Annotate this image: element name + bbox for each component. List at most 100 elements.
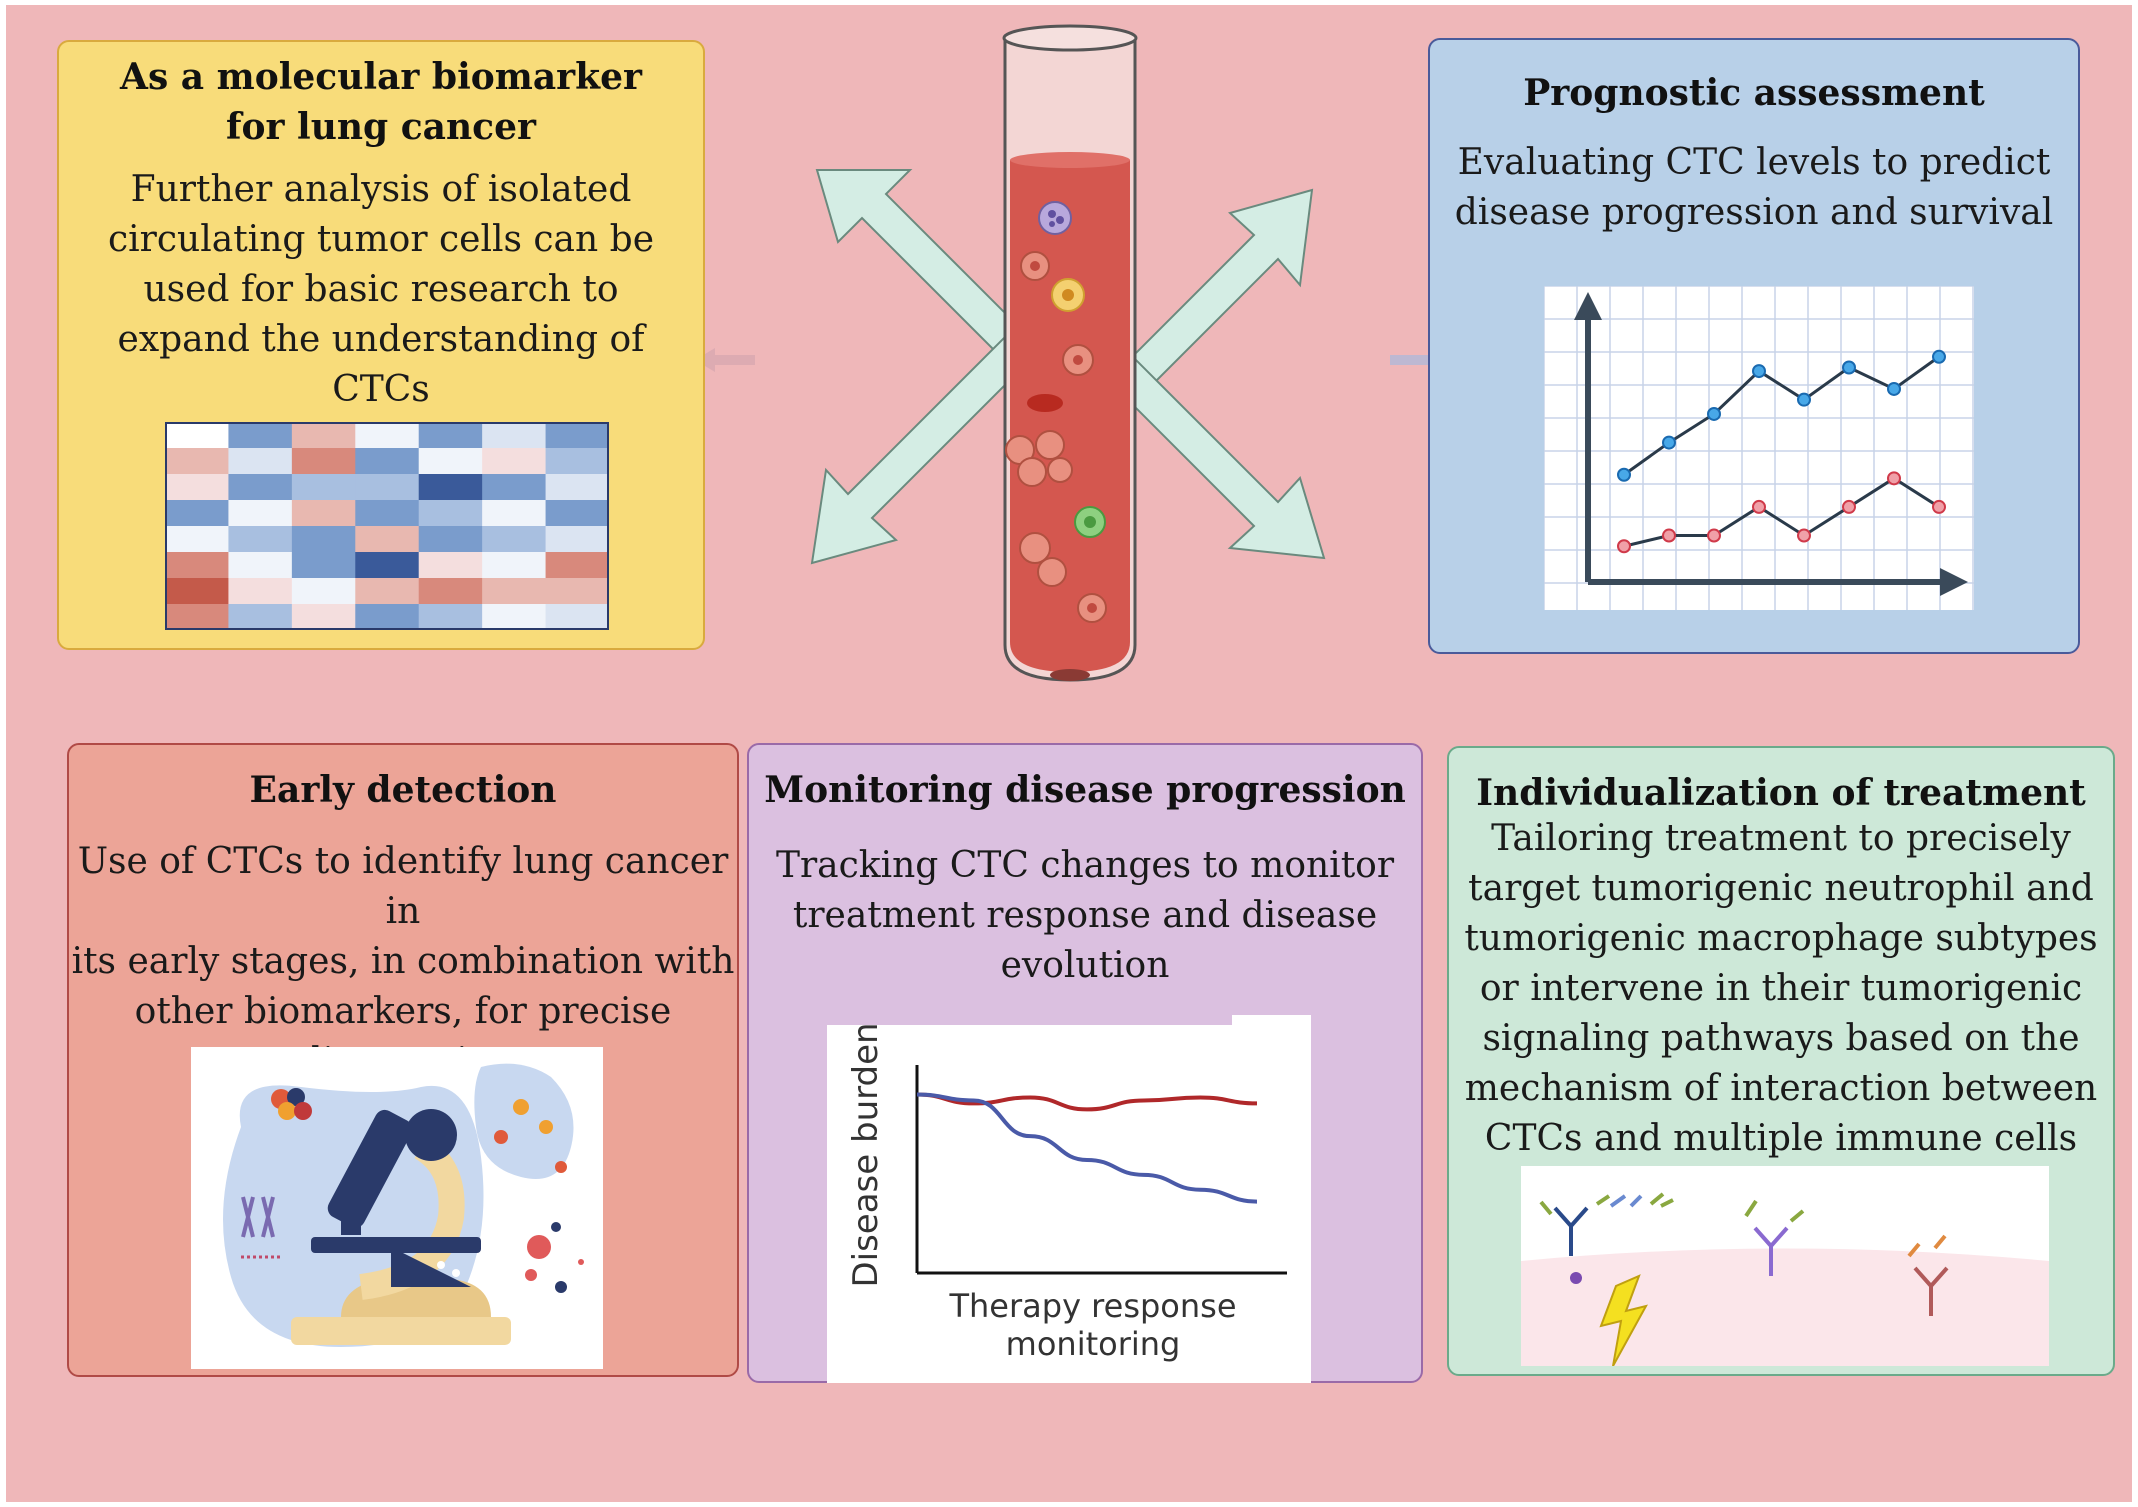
monitoring-panel: Monitoring disease progression Tracking …: [747, 743, 1423, 1383]
biomarker-body-line: CTCs: [332, 369, 430, 410]
individual-body-line: or intervene in their tumorigenic: [1479, 968, 2083, 1009]
heatmap-cell: [165, 448, 229, 475]
individual-body: Tailoring treatment to precisely target …: [1449, 814, 2113, 1164]
data-point: [1842, 499, 1856, 514]
heatmap-cell: [355, 422, 420, 449]
heatmap-cell: [482, 422, 547, 449]
prognostic-panel: Prognostic assessment Evaluating CTC lev…: [1428, 38, 2080, 654]
data-point: [1797, 528, 1811, 543]
heatmap-cell: [291, 604, 356, 630]
heatmap-cell: [291, 448, 356, 475]
heatmap-cell: [228, 500, 293, 527]
prognostic-body-line: disease progression and survival: [1454, 192, 2054, 233]
heatmap-cell: [418, 422, 483, 449]
test-tube-icon: [1002, 24, 1138, 682]
biomarker-title-line1: As a molecular biomarker: [120, 56, 642, 98]
microscope-icon: [191, 1047, 603, 1369]
heatmap-cell: [165, 604, 229, 630]
heatmap-cell: [418, 448, 483, 475]
heatmap-cell: [228, 552, 293, 579]
data-point: [1662, 528, 1676, 543]
y-axis-arrowhead: [1574, 292, 1602, 320]
heatmap-cell: [482, 552, 547, 579]
heatmap-cell: [418, 578, 483, 605]
heatmap-cell: [291, 578, 356, 605]
data-point: [1752, 499, 1766, 514]
chart-background: [1544, 286, 1974, 610]
heatmap-cell: [165, 422, 229, 449]
biomarker-body-line: used for basic research to: [143, 269, 619, 310]
faint-arrow-left: [695, 348, 755, 372]
individual-body-line: mechanism of interaction between: [1464, 1068, 2098, 1109]
monitor-y-axis-label: Disease burden: [846, 1022, 886, 1287]
heatmap-cell: [165, 526, 229, 553]
biomarker-body-line: circulating tumor cells can be: [108, 219, 654, 260]
biomarker-body: Further analysis of isolated circulating…: [59, 165, 703, 415]
heatmap-border: [165, 422, 609, 630]
heatmap-cell: [355, 552, 420, 579]
data-point: [1617, 539, 1631, 554]
heatmap-cell: [228, 474, 293, 501]
heatmap-cell: [228, 526, 293, 553]
heatmap-cell: [545, 500, 609, 527]
heatmap-cell: [228, 422, 293, 449]
heatmap-cell: [291, 500, 356, 527]
individual-body-line: Tailoring treatment to precisely: [1491, 818, 2071, 859]
heatmap-cell: [418, 500, 483, 527]
heatmap-cell: [165, 500, 229, 527]
data-point: [1707, 528, 1721, 543]
heatmap-cell: [545, 422, 609, 449]
heatmap-cell: [291, 552, 356, 579]
data-point: [1707, 406, 1721, 421]
heatmap-cell: [355, 526, 420, 553]
heatmap-cell: [291, 474, 356, 501]
heatmap-cell: [228, 578, 293, 605]
heatmap-cell: [482, 474, 547, 501]
data-point: [1797, 392, 1811, 407]
heatmap-cell: [165, 578, 229, 605]
monitor-body: Tracking CTC changes to monitor treatmen…: [749, 841, 1421, 991]
prognostic-body-line: Evaluating CTC levels to predict: [1457, 142, 2051, 183]
heatmap-cell: [545, 604, 609, 630]
antibody-icon: [1521, 1166, 2049, 1366]
individual-body-line: target tumorigenic neutrophil and: [1468, 868, 2094, 909]
monitor-body-line: treatment response and disease: [792, 895, 1378, 936]
therapy-response-chart: Disease burden Therapy response monitori…: [827, 1015, 1311, 1383]
data-point: [1932, 499, 1946, 514]
heatmap-cell: [418, 474, 483, 501]
heatmap-icon: [165, 422, 609, 630]
heatmap-cell: [355, 500, 420, 527]
monitor-x-axis-label-line2: monitoring: [1006, 1325, 1181, 1363]
heatmap-cell: [545, 578, 609, 605]
early-detection-panel: Early detection Use of CTCs to identify …: [67, 743, 739, 1377]
heatmap-cell: [482, 500, 547, 527]
heatmap-cell: [482, 604, 547, 630]
biomarker-title-line2: for lung cancer: [226, 106, 536, 148]
individual-body-line: signaling pathways based on the: [1482, 1018, 2080, 1059]
heatmap-cell: [418, 604, 483, 630]
early-body-line: other biomarkers, for precise: [134, 991, 672, 1032]
series-line-1: [1623, 355, 1940, 476]
line-chart-icon: [1544, 286, 1974, 610]
arrow-down-left: [810, 328, 1038, 565]
biomarker-body-line: Further analysis of isolated: [130, 169, 632, 210]
heatmap-cell: [545, 552, 609, 579]
early-body-line: its early stages, in combination with: [71, 941, 735, 982]
heatmap-cell: [545, 526, 609, 553]
biomarker-panel: As a molecular biomarker for lung cancer…: [57, 40, 705, 650]
heatmap-cell: [291, 422, 356, 449]
heatmap-cell: [165, 474, 229, 501]
individualization-panel: Individualization of treatment Tailoring…: [1447, 746, 2115, 1376]
prognostic-title: Prognostic assessment: [1523, 72, 1985, 114]
monitor-title: Monitoring disease progression: [764, 769, 1406, 811]
x-axis-arrowhead: [1940, 568, 1968, 596]
monitor-body-line: evolution: [1000, 945, 1170, 986]
heatmap-cell: [165, 552, 229, 579]
heatmap-cell: [355, 578, 420, 605]
heatmap-cell: [545, 448, 609, 475]
data-point: [1617, 467, 1631, 482]
test-tube-illustration: [810, 24, 1326, 682]
heatmap-cell: [355, 604, 420, 630]
individual-body-line: tumorigenic macrophage subtypes: [1464, 918, 2098, 959]
